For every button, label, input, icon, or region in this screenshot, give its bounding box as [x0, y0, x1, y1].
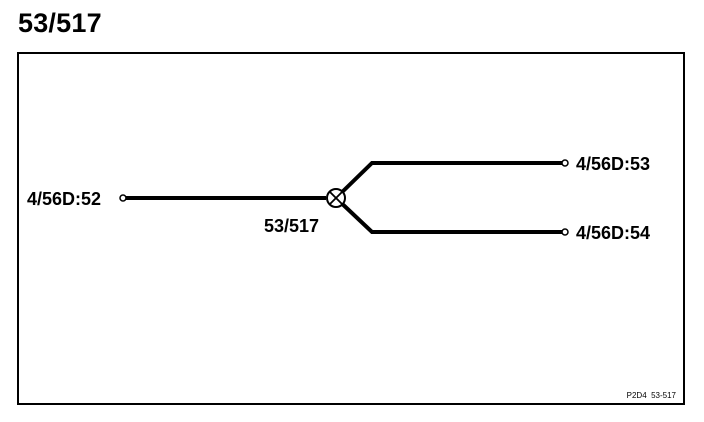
lower-output-wire — [334, 196, 562, 234]
input-terminal-icon — [119, 194, 127, 202]
lower-output-connector-label: 4/56D:54 — [576, 223, 650, 243]
reference-code: P2D4 53-517 — [627, 391, 677, 400]
upper-output-terminal-icon — [561, 159, 569, 167]
splice-icon — [326, 188, 346, 208]
diagram-frame — [17, 52, 685, 405]
input-connector-label: 4/56D:52 — [27, 189, 101, 209]
splice-label: 53/517 — [264, 216, 319, 236]
upper-output-wire — [334, 161, 562, 200]
lower-output-terminal-icon — [561, 228, 569, 236]
upper-output-connector-label: 4/56D:53 — [576, 154, 650, 174]
page-title: 53/517 — [18, 8, 102, 38]
